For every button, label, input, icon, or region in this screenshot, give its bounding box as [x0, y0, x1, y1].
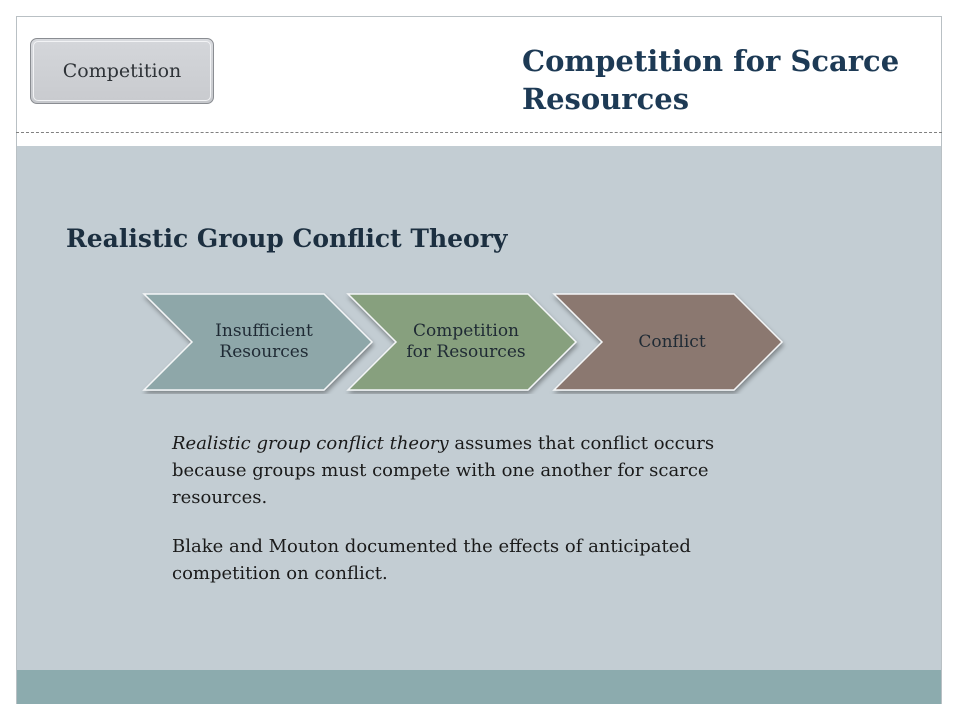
theory-term: Realistic group conflict theory — [172, 433, 449, 454]
chevron-step-2 — [346, 293, 578, 391]
section-tab[interactable]: Competition — [30, 38, 214, 104]
definition-text: assumes that conflict occurs because gro… — [172, 433, 715, 508]
header-divider — [16, 132, 942, 133]
footer-band — [17, 670, 941, 704]
study-paragraph: Blake and Mouton documented the effects … — [172, 536, 691, 584]
chevron-label-3: Conflict — [638, 331, 706, 352]
chevron-step-3 — [552, 293, 784, 391]
section-heading: Realistic Group Conflict Theory — [66, 224, 508, 253]
chevron-flow: Insufficient Resources Competition for R… — [140, 290, 800, 394]
body-text: Realistic group conflict theory assumes … — [172, 430, 762, 609]
content-panel — [17, 146, 941, 670]
definition-paragraph: Realistic group conflict theory assumes … — [172, 430, 762, 511]
section-tab-label: Competition — [33, 41, 211, 101]
slide-title: Competition for Scarce Resources — [522, 44, 900, 116]
chevron-step-1 — [142, 293, 374, 391]
chevron-label-1: Insufficient Resources — [215, 321, 313, 362]
chevron-label-2: Competition for Resources — [406, 321, 526, 362]
chevron-flow-graphic — [142, 293, 784, 391]
